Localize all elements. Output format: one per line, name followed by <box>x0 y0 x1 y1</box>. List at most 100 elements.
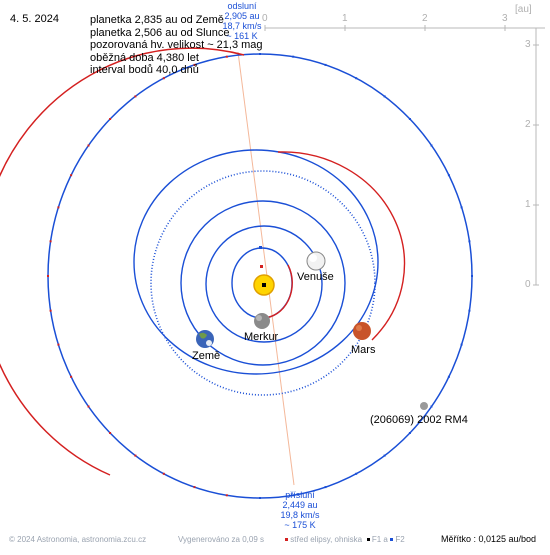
info-distance-sun: planetka 2,506 au od Slunce <box>90 26 230 39</box>
mars-planet <box>353 322 371 340</box>
orbit-point <box>225 55 228 58</box>
footer-legend: střed elipsy, ohniska F1 a F2 <box>285 535 405 544</box>
orbit-point <box>430 144 433 147</box>
orbit-point <box>259 53 261 55</box>
perihelion-speed: 19,8 km/s <box>280 510 320 520</box>
orbit-point <box>70 174 73 177</box>
y-tick-3: 3 <box>525 39 531 50</box>
legend-center-marker <box>285 538 288 542</box>
orbit-point <box>47 275 49 277</box>
legend-center-text: střed elipsy, ohniska <box>290 535 363 544</box>
x-tick-3: 3 <box>502 13 508 24</box>
mercury-orbit-red-arc <box>261 264 293 319</box>
perihelion-title: přísluní <box>285 490 315 500</box>
orbit-point <box>471 275 473 277</box>
info-point-interval: interval bodů 40,0 dnů <box>90 64 199 76</box>
asteroid-label: (206069) 2002 RM4 <box>370 414 468 426</box>
footer-generated: Vygenerováno za 0,09 s <box>178 535 264 544</box>
perihelion-label: přísluní 2,449 au 19,8 km/s ~ 175 K <box>270 490 330 530</box>
orbit-point <box>292 55 295 58</box>
orbit-point <box>109 118 112 120</box>
orbit-point <box>408 118 411 120</box>
orbit-point <box>355 77 358 80</box>
legend-a-text: a <box>383 535 388 544</box>
orbit-point <box>259 497 261 499</box>
orbit-point <box>49 240 52 243</box>
orbit-point <box>383 454 386 457</box>
ellipse-center-marker <box>259 246 262 249</box>
orbit-point <box>87 405 90 408</box>
earth-orbit <box>180 200 346 366</box>
aphelion-distance: 2,905 au <box>224 11 260 21</box>
orbit-point <box>468 309 471 312</box>
aphelion-title: odsluní <box>227 1 257 11</box>
mars-orbit-red-arc <box>277 151 406 341</box>
orbit-point <box>460 206 463 209</box>
x-tick-0: 0 <box>262 13 268 24</box>
orbit-point <box>162 77 165 80</box>
orbit-point <box>49 309 52 312</box>
x-tick-1: 1 <box>342 13 348 24</box>
orbit-point <box>162 472 165 475</box>
orbit-point <box>324 63 327 66</box>
orbit-point <box>109 432 112 434</box>
venus-orbit <box>205 225 323 343</box>
orbit-point <box>447 375 450 378</box>
asteroid-body <box>420 402 428 410</box>
orbit-point <box>134 454 137 457</box>
orbit-point <box>447 174 450 177</box>
earth-label: Země <box>192 350 221 362</box>
orbit-point <box>383 95 386 98</box>
orbit-point <box>460 343 463 346</box>
aphelion-temperature: ~ 161 K <box>226 31 258 41</box>
earth-planet <box>196 330 214 348</box>
date-label: 4. 5. 2024 <box>10 13 59 25</box>
x-tick-2: 2 <box>422 13 428 24</box>
legend-f2-text: F2 <box>395 535 405 544</box>
axis-unit-label: [au] <box>515 4 532 15</box>
orbit-point <box>430 405 433 408</box>
mars-label: Mars <box>351 344 376 356</box>
venus-planet <box>306 251 326 271</box>
focus-marker <box>260 265 263 268</box>
mars-orbit <box>133 149 379 375</box>
venus-label: Venuše <box>297 271 334 283</box>
sun <box>253 274 275 296</box>
earth-orbit-dotted <box>150 170 376 396</box>
scale-label: Měřítko : 0,0125 au/bod <box>441 534 537 544</box>
y-tick-1: 1 <box>525 199 531 210</box>
perihelion-temperature: ~ 175 K <box>284 520 316 530</box>
mercury-planet <box>254 313 270 329</box>
asteroid-orbit-points <box>47 53 473 499</box>
perihelion-distance: 2,449 au <box>282 500 318 510</box>
legend-f2-marker <box>390 538 394 542</box>
info-magnitude: pozorovaná hv. velikost ~ 21,3 mag <box>90 39 263 51</box>
apsis-line <box>237 51 295 486</box>
info-distance-earth: planetka 2,835 au od Země <box>90 14 224 26</box>
legend-f1-text: F1 <box>371 535 382 544</box>
orbit-point <box>468 240 471 243</box>
aphelion-label: odsluní 2,905 au 18,7 km/s ~ 161 K <box>212 1 272 41</box>
orbit-point <box>134 95 137 98</box>
orbit-point <box>408 432 411 434</box>
orbit-point <box>70 375 73 378</box>
axes <box>264 25 545 286</box>
asteroid-orbit <box>0 47 473 499</box>
orbit-point <box>292 494 295 497</box>
legend-f1-marker <box>366 538 370 542</box>
orbit-point <box>355 472 358 475</box>
info-block: planetka 2,835 au od Země planetka 2,506… <box>90 14 263 77</box>
mercury-label: Merkur <box>244 331 279 343</box>
orbit-point <box>193 63 196 66</box>
y-tick-2: 2 <box>525 119 531 130</box>
aphelion-speed: 18,7 km/s <box>222 21 262 31</box>
orbit-point <box>225 494 228 497</box>
y-tick-0: 0 <box>525 279 531 290</box>
orbit-point <box>57 206 60 209</box>
orbit-point <box>57 343 60 346</box>
footer-copyright: © 2024 Astronomia, astronomia.zcu.cz <box>9 535 147 544</box>
orbit-point <box>193 486 196 489</box>
info-period: oběžná doba 4,380 let <box>90 51 199 64</box>
